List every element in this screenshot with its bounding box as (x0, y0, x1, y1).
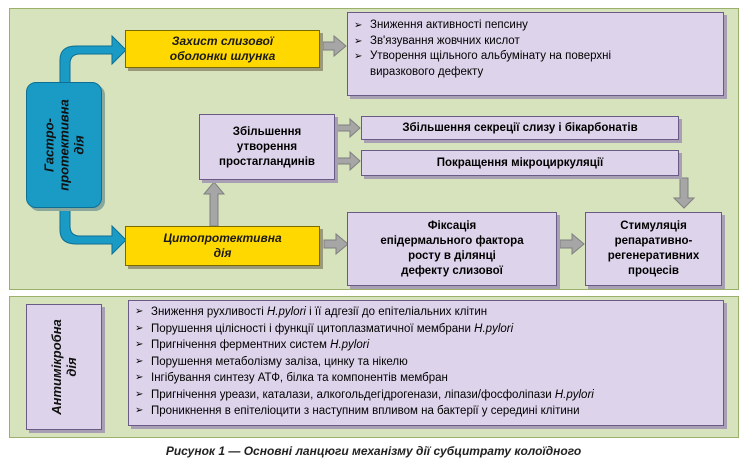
figure-caption: Рисунок 1 — Основні ланцюги механізму ді… (165, 444, 582, 458)
bullet-arrow-icon: ➢ (135, 405, 144, 416)
prostaglandins-box: Збільшення утворення простагландинів (199, 114, 335, 180)
bullet-arrow-icon: ➢ (135, 322, 144, 334)
egf-line3: росту в ділянці (408, 250, 496, 262)
bullet-arrow-icon: ➢ (135, 388, 144, 400)
gastroprotective-label-line3: дія (71, 135, 87, 155)
egf-line1: Фіксація (427, 220, 477, 232)
antimicrobial-label-line2: дія (64, 357, 79, 377)
antimicrobial-effect-species: H.pylori (266, 306, 306, 318)
reparative-line2: репаративно- (614, 235, 693, 247)
mucus-secretion-text: Збільшення секреції слизу і бікарбонатів (402, 121, 638, 134)
antimicrobial-effect-text: Зниження рухливості (151, 306, 267, 318)
mucosa-effect-1: Зниження активності пепсину (370, 19, 528, 31)
bullet-arrow-icon: ➢ (135, 339, 144, 350)
gastroprotective-label: Гастро- протективна дія (26, 82, 102, 208)
list-item: ➢ Пригнічення уреази, каталази, алкогольд… (135, 387, 717, 404)
blue-arrow-to-cytoprotective (59, 199, 127, 256)
egf-fixation-box: Фіксація епідермального фактора росту в … (347, 212, 557, 286)
mucosa-effects-box: ➢ Зниження активності пепсину ➢ Зв'язуванн… (347, 12, 724, 96)
antimicrobial-effect-text: Порушення метаболізму заліза, цинку та н… (151, 355, 408, 368)
antimicrobial-effect-text: Порушення цілісності і функції цитоплазм… (151, 322, 475, 335)
bullet-arrow-icon: ➢ (354, 51, 363, 62)
arrow-prostaglandins-to-microcirculation (335, 150, 361, 172)
bullet-arrow-icon: ➢ (135, 306, 144, 317)
prostaglandins-line3: простагландинів (219, 155, 315, 168)
list-item: ➢ Порушення цілісності і функції цитоплаз… (135, 321, 717, 338)
antimicrobial-effect-species: H.pylori (330, 339, 370, 351)
list-item: ➢ Інгібування синтезу АТФ, білка та компо… (135, 370, 717, 387)
arrow-mucosa-to-effects (322, 34, 347, 58)
bullet-arrow-icon: ➢ (354, 35, 363, 47)
mucosa-protection-line1: Захист слизової (171, 34, 274, 48)
egf-line4: дефекту слизової (401, 265, 503, 277)
arrow-cytoprotective-to-egf (323, 232, 349, 256)
list-item: ➢ Проникнення в епітеліоцити з наступним … (135, 403, 717, 420)
list-item: ➢ Зниження активності пепсину (354, 18, 717, 34)
blue-arrow-to-mucosa-protection (59, 34, 127, 91)
reparative-line4: процесів (628, 265, 679, 277)
antimicrobial-effect-species: H.pylori (554, 388, 594, 401)
arrow-microcirculation-to-reparative (672, 177, 696, 209)
prostaglandins-line1: Збільшення (232, 125, 302, 138)
reparative-line3: регенеративних (607, 250, 700, 262)
cytoprotective-box: Цитопротективна дія (125, 226, 320, 266)
arrow-prostaglandins-to-mucus (335, 117, 361, 139)
antimicrobial-effect-text: Пригнічення уреази, каталази, алкогольде… (151, 388, 555, 401)
list-item: ➢ Зв'язування жовчних кислот (354, 34, 717, 50)
mucosa-effect-4: виразкового дефекту (370, 65, 484, 78)
cytoprotective-line2: дія (213, 246, 232, 260)
reparative-line1: Стимуляція (620, 220, 687, 232)
antimicrobial-label-line1: Антимікробна (49, 319, 64, 415)
mucosa-protection-box: Захист слизової оболонки шлунка (125, 30, 320, 68)
cytoprotective-line1: Цитопротективна (163, 231, 282, 245)
antimicrobial-effect-species: H.pylori (474, 322, 514, 335)
antimicrobial-effect-text: Пригнічення ферментних систем (151, 339, 331, 351)
list-item: ➢ Зниження рухливості H.pylori і її адгез… (135, 304, 717, 321)
list-item: ➢ Пригнічення ферментних систем H.pylori (135, 337, 717, 354)
list-item: виразкового дефекту (354, 65, 717, 81)
list-item: ➢ Порушення метаболізму заліза, цинку та … (135, 354, 717, 371)
antimicrobial-list: ➢ Зниження рухливості H.pylori і її адгез… (135, 304, 717, 420)
bullet-arrow-icon: ➢ (135, 355, 144, 367)
gastroprotective-label-line2: протективна (56, 99, 72, 191)
antimicrobial-effects-box: ➢ Зниження рухливості H.pylori і її адгез… (128, 300, 724, 426)
egf-line2: епідермального фактора (380, 235, 524, 247)
antimicrobial-effect-text: Інгібування синтезу АТФ, білка та компон… (151, 372, 448, 384)
bullet-arrow-icon: ➢ (354, 20, 363, 31)
mucosa-effect-2: Зв'язування жовчних кислот (370, 34, 520, 47)
mucosa-effect-3: Утворення щільного альбумінату на поверх… (370, 50, 612, 62)
bullet-arrow-icon: ➢ (135, 372, 144, 383)
prostaglandins-line2: утворення (236, 140, 298, 153)
antimicrobial-effect-tail: і її адгезії до епітеліальних клітин (305, 306, 488, 318)
antimicrobial-label: Антимікробна дія (26, 304, 102, 430)
reparative-box: Стимуляція репаративно- регенеративних п… (585, 212, 722, 286)
mucosa-protection-line2: оболонки шлунка (169, 49, 276, 63)
antimicrobial-effect-text: Проникнення в епітеліоцити з наступним в… (151, 405, 580, 417)
arrow-egf-to-reparative (559, 232, 585, 256)
microcirculation-box: Покращення мікроциркуляції (361, 150, 679, 176)
arrow-cytoprotective-to-prostaglandins (202, 181, 226, 227)
gastroprotective-label-line1: Гастро- (41, 117, 57, 173)
microcirculation-text: Покращення мікроциркуляції (436, 156, 604, 169)
mucus-secretion-box: Збільшення секреції слизу і бікарбонатів (361, 116, 679, 140)
list-item: ➢ Утворення щільного альбумінату на повер… (354, 49, 717, 65)
